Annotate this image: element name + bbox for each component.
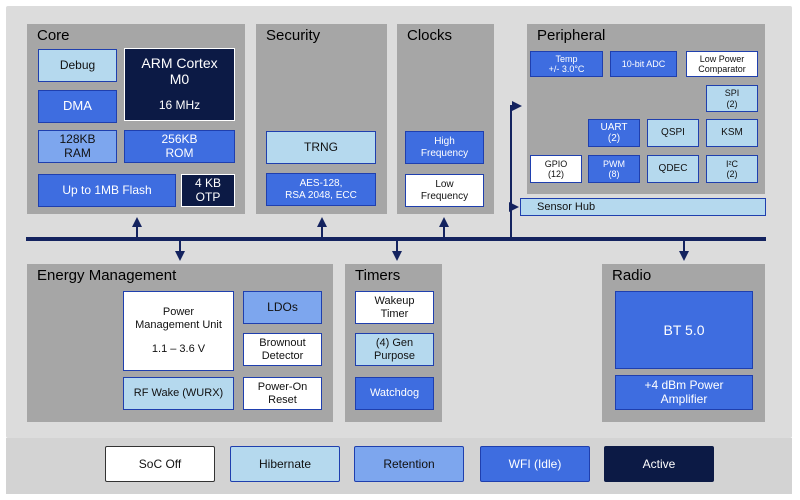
peripheral-bus-arrow [510,101,522,237]
brownout-detector-block: Brownout Detector [243,333,322,366]
low-power-comparator-block: Low Power Comparator [686,51,758,77]
legend-retention: Retention [354,446,464,482]
rf-wake-block: RF Wake (WURX) [123,377,234,410]
adc-block: 10-bit ADC [610,51,677,77]
timers-title: Timers [355,267,401,284]
energy-management-title: Energy Management [37,267,177,284]
low-frequency-block: Low Frequency [405,174,484,207]
qdec-block: QDEC [647,155,699,183]
trng-block: TRNG [266,131,376,164]
power-on-reset-block: Power-On Reset [243,377,322,410]
peripheral-title: Peripheral [537,27,606,44]
security-title: Security [266,27,321,44]
debug-block: Debug [38,49,117,82]
uart-block: UART (2) [588,119,640,147]
system-bus [26,237,766,241]
spi-block: SPI (2) [706,85,758,112]
radio-title: Radio [612,267,652,284]
otp-block: 4 KB OTP [181,174,235,207]
ram-block: 128KB RAM [38,130,117,163]
legend-active: Active [604,446,714,482]
legend-hibernate: Hibernate [230,446,340,482]
high-frequency-block: High Frequency [405,131,484,164]
general-purpose-timers-block: (4) Gen Purpose [355,333,434,366]
i2c-block: I²C (2) [706,155,758,183]
ldos-block: LDOs [243,291,322,324]
dma-block: DMA [38,90,117,123]
rom-block: 256KB ROM [124,130,235,163]
power-amplifier-block: +4 dBm Power Amplifier [615,375,753,410]
legend-wfi-idle: WFI (Idle) [480,446,590,482]
clocks-title: Clocks [407,27,453,44]
power-management-unit-block: Power Management Unit 1.1 – 3.6 V [123,291,234,371]
qspi-block: QSPI [647,119,699,147]
core-title: Core [37,27,70,44]
bt-block: BT 5.0 [615,291,753,369]
cpu-block: ARM Cortex M0 16 MHz [124,48,235,121]
ksm-block: KSM [706,119,758,147]
aes-block: AES-128, RSA 2048, ECC [266,173,376,206]
flash-block: Up to 1MB Flash [38,174,176,207]
temp-sensor-block: Temp +/- 3.0°C [530,51,603,77]
gpio-block: GPIO (12) [530,155,582,183]
watchdog-block: Watchdog [355,377,434,410]
wakeup-timer-block: Wakeup Timer [355,291,434,324]
pwm-block: PWM (8) [588,155,640,183]
legend-soc-off: SoC Off [105,446,215,482]
sensor-hub-block: Sensor Hub [520,198,766,216]
